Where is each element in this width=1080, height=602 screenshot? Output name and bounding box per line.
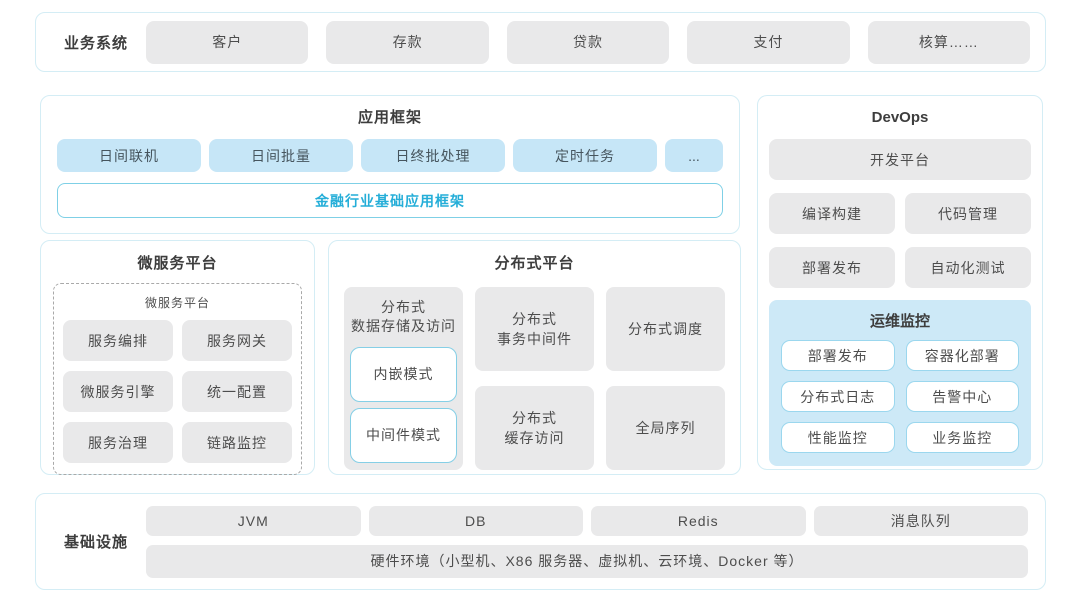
app-framework-row: 日间联机 日间批量 日终批处理 定时任务 ...: [57, 139, 723, 172]
appfw-block-eod-batch: 日终批处理: [361, 139, 505, 172]
ops-monitor-title: 运维监控: [869, 313, 930, 330]
microservice-inner-group: 微服务平台 服务编排 服务网关 微服务引擎 统一配置 服务治理 链路监控: [53, 283, 302, 475]
business-block-accounting: 核算……: [867, 20, 1031, 64]
infrastructure-title: 基础设施: [63, 534, 128, 551]
devops-block-auto-test: 自动化测试: [905, 247, 1031, 288]
devops-title: DevOps: [871, 109, 929, 126]
storage-mode-middleware: 中间件模式: [350, 407, 457, 463]
infra-block-message-queue: 消息队列: [813, 505, 1028, 536]
microservice-title: 微服务平台: [137, 255, 218, 272]
infrastructure-panel: 基础设施 JVM DB Redis 消息队列 硬件环境（小型机、X86 服务器、…: [35, 493, 1046, 590]
monitor-block-deploy-release: 部署发布: [781, 340, 895, 371]
app-framework-panel: 应用框架 日间联机 日间批量 日终批处理 定时任务 ... 金融行业基础应用框架: [40, 95, 740, 234]
appfw-block-daytime-batch: 日间批量: [209, 139, 353, 172]
infrastructure-row: JVM DB Redis 消息队列: [146, 505, 1028, 536]
devops-grid: 编译构建 代码管理 部署发布 自动化测试: [769, 193, 1031, 288]
infra-block-db: DB: [368, 505, 583, 536]
ops-monitor-group: 运维监控 部署发布 容器化部署 分布式日志 告警中心 性能监控 业务监控: [769, 300, 1031, 466]
devops-block-deploy-release: 部署发布: [769, 247, 895, 288]
appfw-base-framework: 金融行业基础应用框架: [57, 183, 723, 218]
micro-block-orchestration: 服务编排: [63, 320, 173, 361]
micro-block-trace-monitor: 链路监控: [182, 422, 292, 463]
infra-block-redis: Redis: [591, 505, 806, 536]
micro-block-unified-config: 统一配置: [182, 371, 292, 412]
micro-block-governance: 服务治理: [63, 422, 173, 463]
monitor-block-alert-center: 告警中心: [905, 381, 1019, 412]
appfw-block-more: ...: [665, 139, 723, 172]
distributed-grid: 分布式 数据存储及访问 内嵌模式 中间件模式 分布式 事务中间件 分布式 缓存访…: [344, 287, 725, 470]
devops-block-compile-build: 编译构建: [769, 193, 895, 234]
business-systems-title: 业务系统: [63, 34, 128, 52]
business-block-loan: 贷款: [506, 20, 670, 64]
microservice-grid: 服务编排 服务网关 微服务引擎 统一配置 服务治理 链路监控: [63, 320, 292, 463]
devops-panel: DevOps 开发平台 编译构建 代码管理 部署发布 自动化测试 运维监控 部署…: [757, 95, 1043, 470]
monitor-block-distributed-log: 分布式日志: [781, 381, 895, 412]
business-block-customer: 客户: [146, 20, 309, 64]
devops-block-dev-platform: 开发平台: [769, 139, 1031, 180]
micro-block-engine: 微服务引擎: [63, 371, 173, 412]
distributed-panel: 分布式平台 分布式 数据存储及访问 内嵌模式 中间件模式 分布式 事务中间件 分…: [328, 240, 741, 475]
dist-block-global-sequence: 全局序列: [606, 386, 725, 470]
monitor-block-performance: 性能监控: [781, 422, 895, 453]
infra-block-jvm: JVM: [146, 505, 361, 536]
appfw-block-scheduled-task: 定时任务: [513, 139, 657, 172]
distributed-storage-label: 分布式 数据存储及访问: [351, 299, 456, 334]
distributed-title: 分布式平台: [494, 255, 575, 272]
distributed-col-middle: 分布式 事务中间件 分布式 缓存访问: [475, 287, 594, 470]
dist-block-transaction-middleware: 分布式 事务中间件: [475, 287, 594, 371]
microservice-inner-title: 微服务平台: [144, 296, 210, 310]
microservice-panel: 微服务平台 微服务平台 服务编排 服务网关 微服务引擎 统一配置 服务治理 链路…: [40, 240, 315, 475]
distributed-storage-block: 分布式 数据存储及访问 内嵌模式 中间件模式: [344, 287, 463, 470]
ops-monitor-grid: 部署发布 容器化部署 分布式日志 告警中心 性能监控 业务监控: [781, 340, 1019, 453]
storage-mode-embedded: 内嵌模式: [350, 346, 457, 402]
business-systems-row: 客户 存款 贷款 支付 核算……: [146, 20, 1031, 64]
dist-block-scheduling: 分布式调度: [606, 287, 725, 371]
infrastructure-content: JVM DB Redis 消息队列 硬件环境（小型机、X86 服务器、虚拟机、云…: [146, 505, 1028, 578]
devops-block-code-mgmt: 代码管理: [905, 193, 1031, 234]
distributed-col-right: 分布式调度 全局序列: [606, 287, 725, 470]
infra-block-hardware-env: 硬件环境（小型机、X86 服务器、虚拟机、云环境、Docker 等）: [146, 544, 1028, 578]
monitor-block-container-deploy: 容器化部署: [905, 340, 1019, 371]
app-framework-title: 应用框架: [357, 109, 422, 126]
business-systems-panel: 业务系统 客户 存款 贷款 支付 核算……: [35, 12, 1046, 72]
dist-block-cache-access: 分布式 缓存访问: [475, 386, 594, 470]
monitor-block-business: 业务监控: [905, 422, 1019, 453]
micro-block-gateway: 服务网关: [182, 320, 292, 361]
business-block-payment: 支付: [687, 20, 850, 64]
appfw-block-daytime-online: 日间联机: [57, 139, 201, 172]
business-block-deposit: 存款: [326, 20, 489, 64]
